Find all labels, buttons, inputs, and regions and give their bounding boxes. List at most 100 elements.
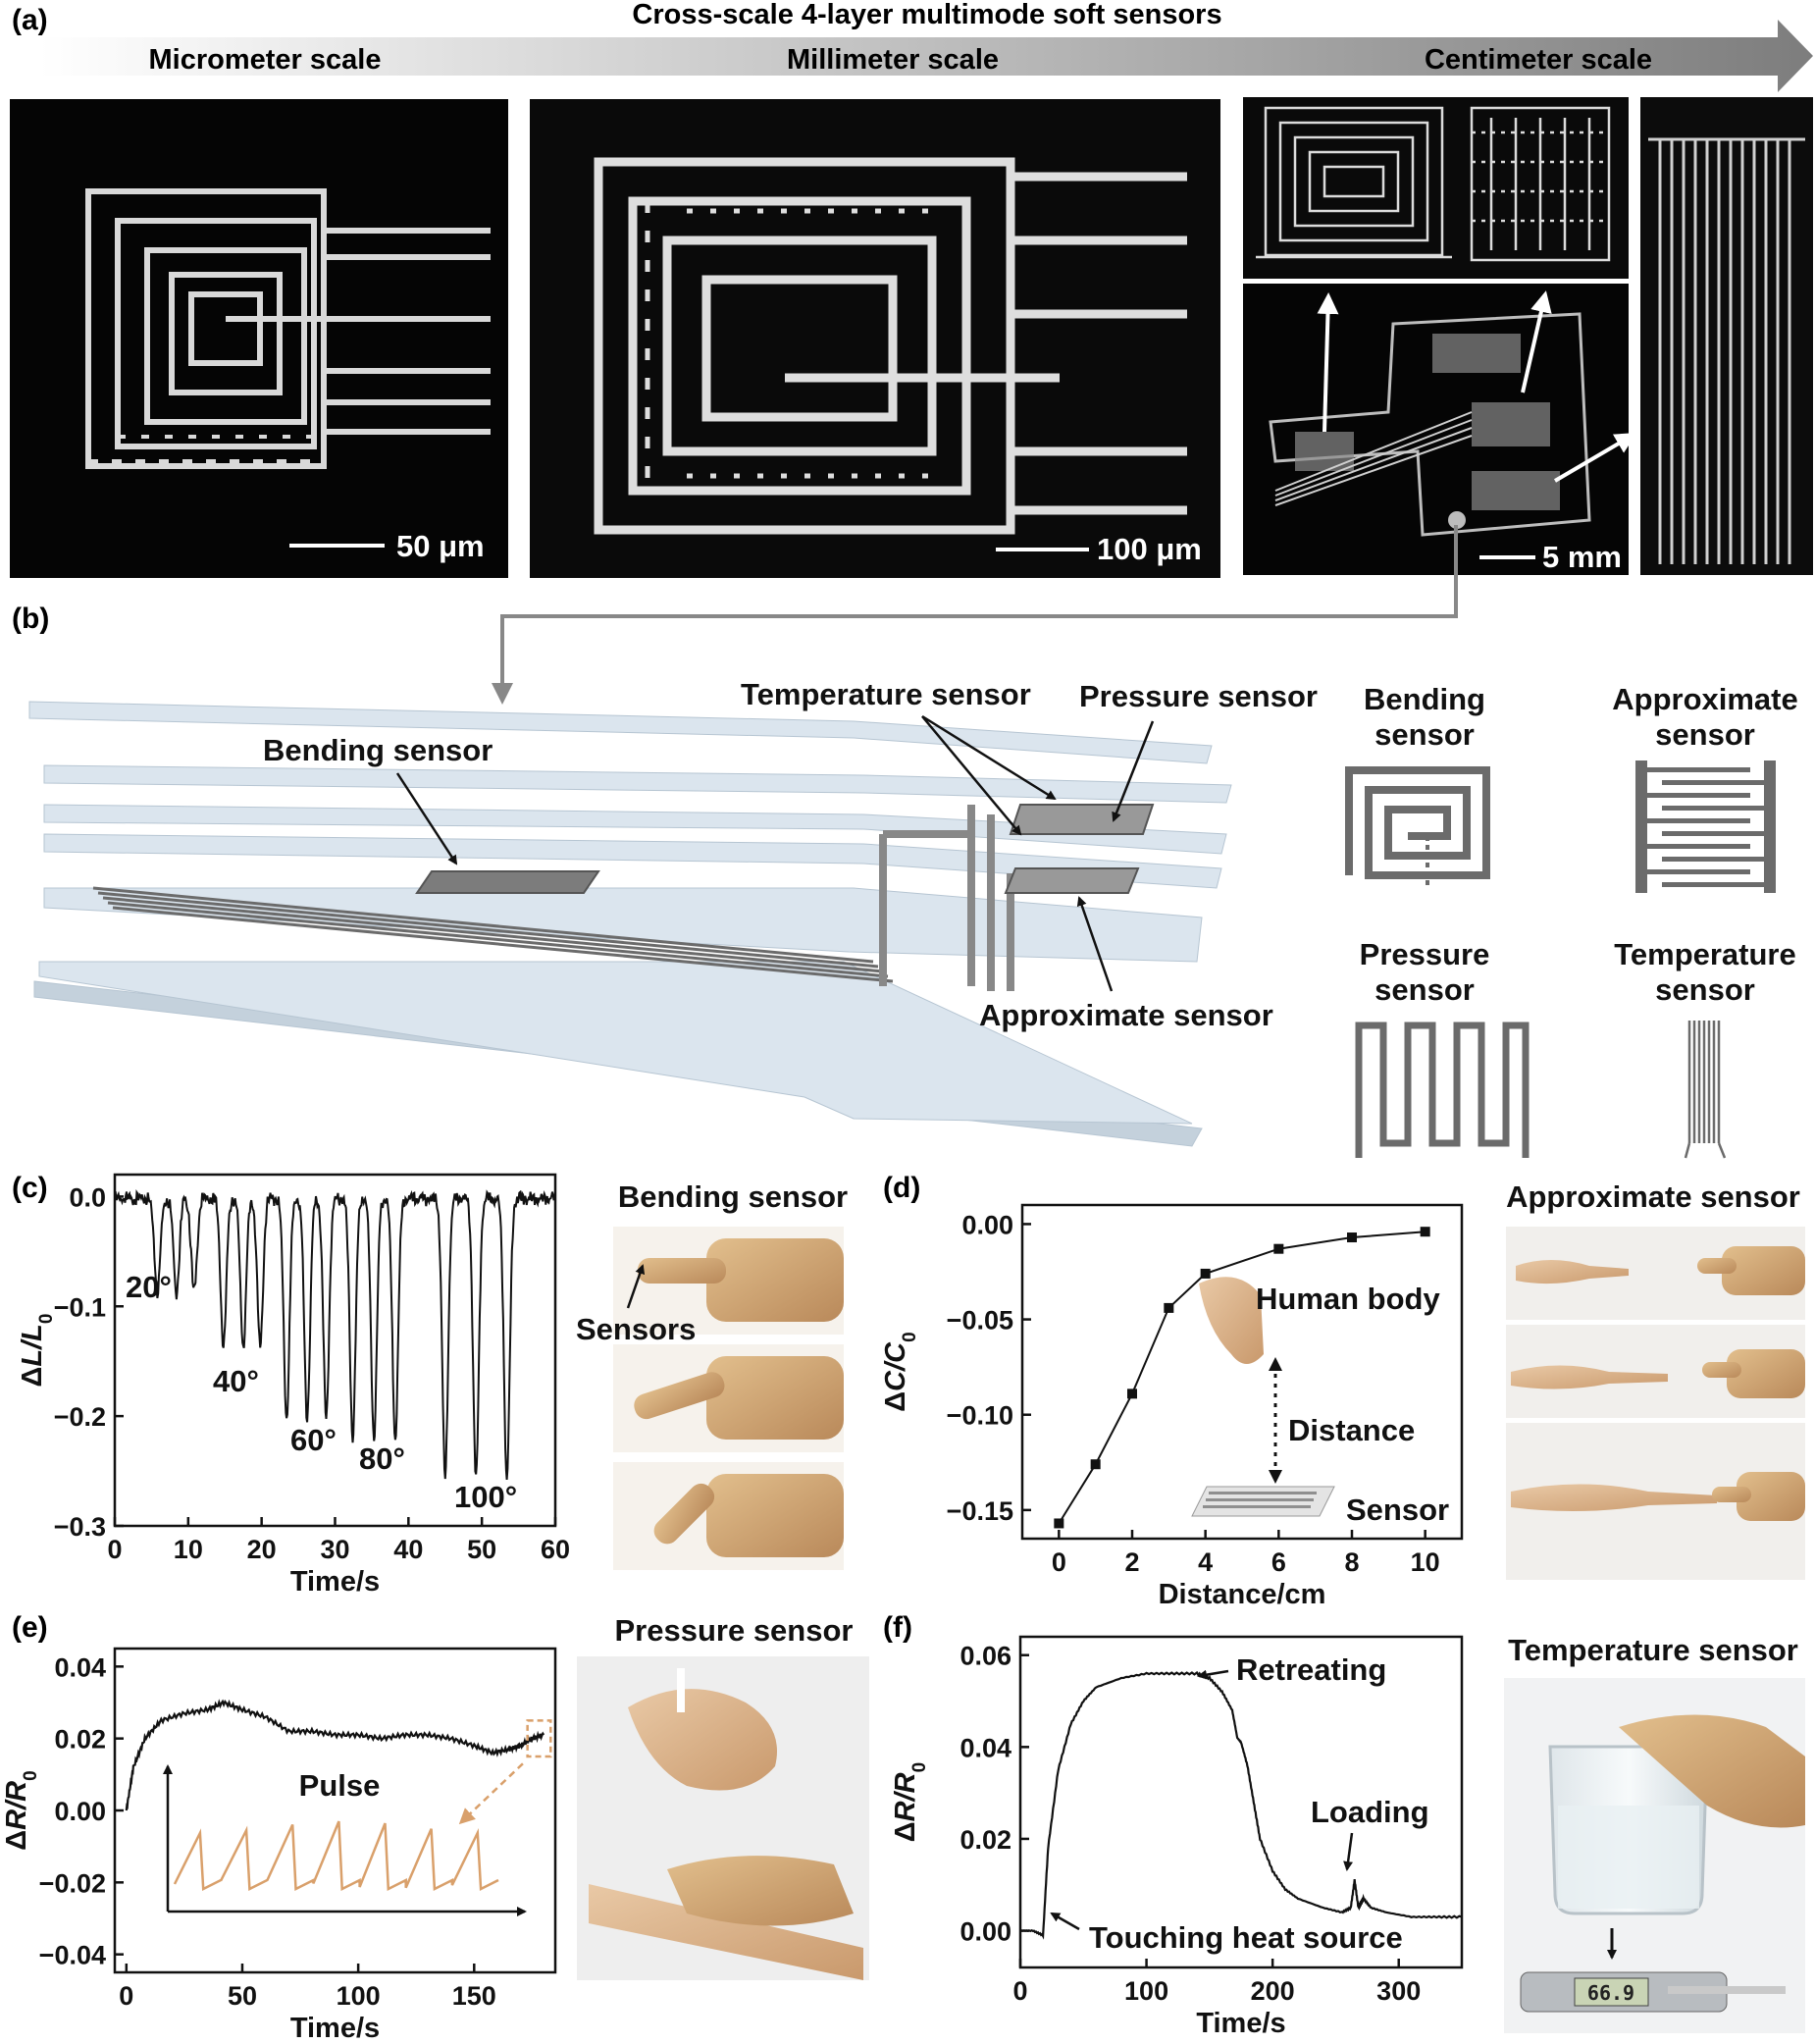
capacitance-point: [1273, 1243, 1284, 1254]
panel-b: (b): [12, 525, 1798, 1159]
annotation-loading: Loading: [1311, 1795, 1429, 1829]
layer-stack: [28, 701, 1232, 1147]
x-tick-label: 50: [228, 1981, 257, 2011]
y-tick-label: 0.00: [961, 1210, 1013, 1239]
x-axis-label: Time/s: [290, 1566, 380, 1598]
x-tick-label: 60: [541, 1535, 570, 1564]
pattern-legend: Bending sensor Approximate sensor Pressu…: [1345, 682, 1798, 1159]
x-tick-label: 30: [320, 1535, 349, 1564]
bending-signal-line: [114, 1188, 556, 1480]
photo-title-temperature: Temperature sensor: [1508, 1633, 1798, 1667]
panel-a: (a) Cross-scale 4-layer multimode soft s…: [10, 0, 1813, 578]
connector-arrow: [492, 525, 1458, 705]
callout-bending: Bending sensor: [263, 733, 493, 767]
x-tick-label: 20: [247, 1535, 277, 1564]
capacitance-point: [1200, 1268, 1211, 1279]
bend-label-80: 80°: [359, 1441, 405, 1476]
y-tick-label: −0.2: [54, 1402, 106, 1432]
x-tick-label: 300: [1376, 1976, 1421, 2006]
capacitance-point: [1090, 1459, 1101, 1470]
annotation-human-body: Human body: [1256, 1282, 1440, 1316]
y-axis-label: ΔL/L0: [17, 1314, 57, 1388]
y-tick-label: −0.3: [54, 1512, 106, 1542]
x-tick-label: 150: [452, 1981, 496, 2011]
x-tick-label: 0: [1012, 1976, 1027, 2006]
photo-title-approximate: Approximate sensor: [1506, 1179, 1800, 1214]
pressure-signal-line: [125, 1699, 545, 1811]
x-tick-label: 40: [393, 1535, 423, 1564]
y-tick-label: −0.02: [39, 1868, 106, 1898]
pattern-pressure-line1: Pressure: [1360, 937, 1490, 971]
y-tick-label: 0.0: [69, 1182, 106, 1212]
scale-label-micrometer: Micrometer scale: [149, 44, 382, 76]
plot-frame: [1020, 1203, 1464, 1541]
capacitance-point: [1127, 1389, 1137, 1399]
x-tick-label: 0: [1052, 1547, 1066, 1577]
pattern-approximate-line1: Approximate: [1612, 682, 1797, 716]
x-tick-label: 4: [1198, 1547, 1213, 1577]
zoom-arrow: [458, 1762, 524, 1825]
bend-label-60: 60°: [290, 1423, 337, 1457]
y-tick-label: 0.00: [54, 1797, 106, 1826]
x-axis-label: Time/s: [1196, 2008, 1285, 2039]
y-tick-label: 0.06: [959, 1642, 1011, 1671]
scale-label-millimeter: Millimeter scale: [787, 44, 999, 76]
y-tick-label: 0.02: [54, 1725, 106, 1755]
photo-bending-hands: [613, 1227, 844, 1570]
pattern-approximate-line2: sensor: [1655, 717, 1755, 752]
scale-bar-100um: 100 μm: [1097, 532, 1202, 566]
pressure-serpentine-pattern: [1355, 1022, 1530, 1158]
photo-pressure-wrist: [577, 1656, 869, 1980]
electrode-stack: [92, 804, 1155, 991]
x-tick-label: 10: [1411, 1547, 1440, 1577]
inset-label-pulse: Pulse: [299, 1768, 381, 1803]
scale-bar-5mm: 5 mm: [1542, 540, 1622, 574]
y-tick-label: −0.1: [54, 1292, 106, 1322]
panel-label-b: (b): [12, 603, 49, 635]
x-tick-label: 6: [1271, 1547, 1286, 1577]
callout-approximate: Approximate sensor: [979, 998, 1273, 1032]
capacitance-line: [1058, 1231, 1426, 1525]
pattern-pressure-line2: sensor: [1374, 972, 1475, 1007]
capacitance-point: [1420, 1227, 1430, 1237]
capacitance-point: [1054, 1518, 1064, 1529]
annotation-touching: Touching heat source: [1089, 1920, 1403, 1955]
y-tick-label: −0.04: [39, 1941, 106, 1970]
y-tick-label: 0.04: [959, 1733, 1011, 1762]
photo-temperature-beaker: 66.9: [1504, 1678, 1805, 2033]
sensor-illustration: [1191, 1486, 1335, 1517]
micrograph-micrometer: 50 μm: [10, 99, 508, 578]
micrograph-millimeter: 100 μm: [530, 99, 1220, 578]
y-tick-label: 0.04: [54, 1652, 106, 1682]
scale-label-centimeter: Centimeter scale: [1425, 44, 1652, 76]
y-axis-label: ΔR/R0: [890, 1762, 930, 1842]
annotation-sensor: Sensor: [1346, 1493, 1449, 1527]
pattern-temperature-line2: sensor: [1655, 972, 1755, 1007]
approximate-comb-pattern: [1635, 760, 1776, 893]
panel-label-f: (f): [883, 1611, 912, 1644]
plot-frame: [113, 1647, 557, 1974]
x-tick-label: 200: [1251, 1976, 1295, 2006]
temperature-serpentine-pattern: [1684, 1021, 1727, 1159]
panel-label-c: (c): [12, 1172, 48, 1204]
pattern-bending-line2: sensor: [1374, 717, 1475, 752]
y-axis-label: ΔC/C0: [880, 1332, 920, 1411]
panel-label-d: (d): [883, 1172, 920, 1204]
x-tick-label: 50: [467, 1535, 496, 1564]
capacitance-point: [1347, 1232, 1357, 1243]
x-tick-label: 0: [107, 1535, 122, 1564]
bending-spiral-pattern: [1345, 766, 1490, 879]
zoom-box: [526, 1719, 552, 1758]
y-tick-label: 0.02: [959, 1825, 1011, 1855]
y-axis-label: ΔR/R0: [1, 1770, 41, 1850]
x-axis-label: Distance/cm: [1159, 1579, 1326, 1610]
